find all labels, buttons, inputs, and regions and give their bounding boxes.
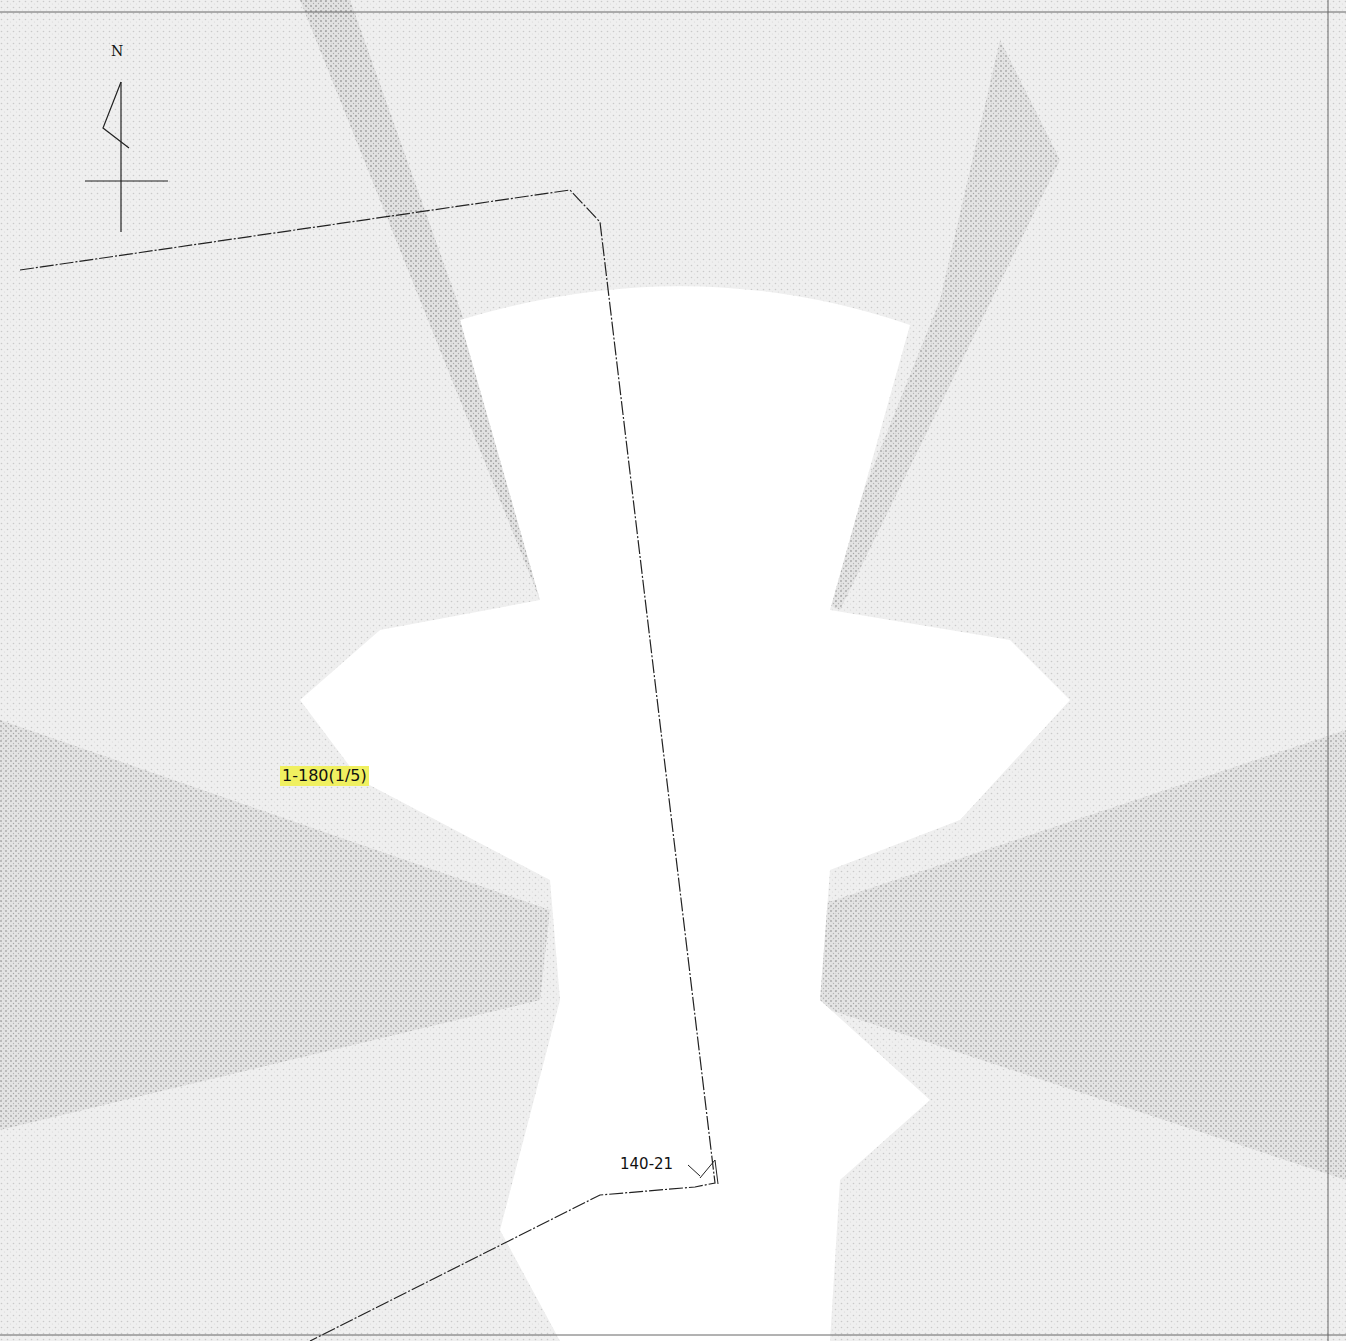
road-clearing	[300, 286, 1070, 1341]
north-label: N	[111, 44, 123, 59]
frame-line	[0, 12, 1346, 13]
frame-line	[0, 1335, 1346, 1336]
north-arrow	[85, 82, 168, 232]
parcel-number: 1-180(1/5)	[280, 766, 369, 786]
parcel-number: 140-21	[620, 1156, 673, 1173]
frame-line	[1328, 0, 1329, 1341]
